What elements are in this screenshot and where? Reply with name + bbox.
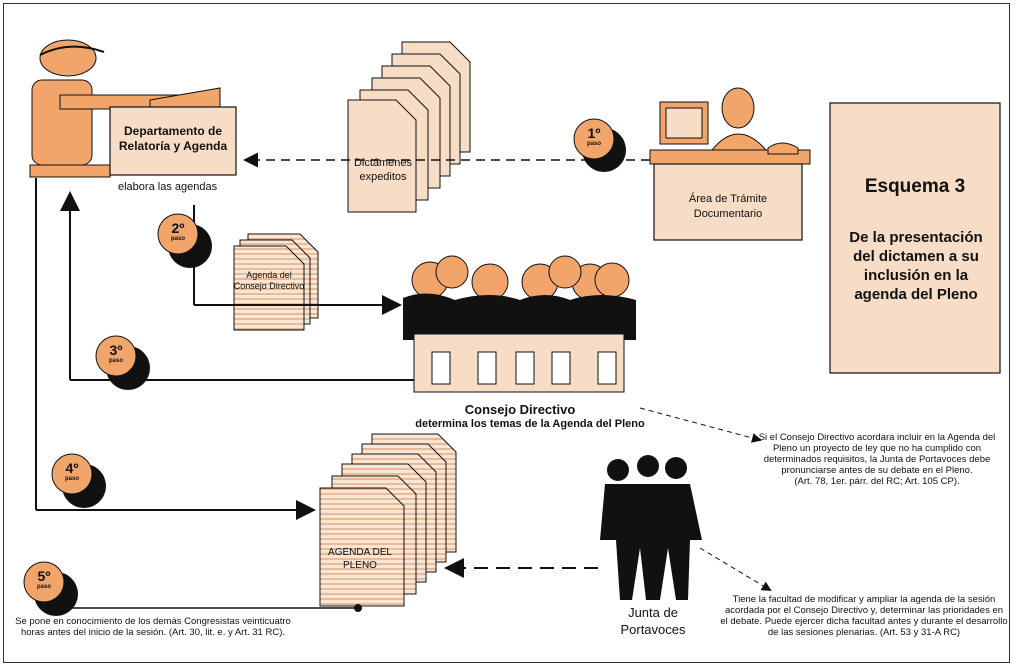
consejo-note: Si el Consejo Directivo acordara incluir… (758, 432, 996, 487)
agenda-consejo-line1: Agenda del (246, 270, 292, 280)
step-4-label: 4º paso (52, 460, 92, 482)
dictamenes-line1: Dictámenes (353, 157, 413, 169)
step-badge-2 (157, 213, 212, 268)
consejo-title: Consejo Directivo (464, 402, 576, 417)
dictamenes-label: Dictámenes expeditos (348, 156, 418, 184)
step5-dot (354, 604, 362, 612)
step-5-sub: paso (36, 584, 51, 590)
dept-name-line1: Departamento de (123, 124, 223, 138)
junta-line1: Junta de (628, 605, 678, 620)
junta-note-pointer (699, 547, 772, 592)
agenda-consejo-line2: Consejo Directivo (233, 281, 305, 291)
tramite-label: Área de Trámite Documentario (654, 192, 802, 222)
schema-subtitle: De la presentación del dictamen a su inc… (849, 229, 983, 303)
step-4-num: 4º (65, 460, 79, 476)
dept-name: Departamento de Relatoría y Agenda (110, 124, 236, 154)
agenda-pleno-line2: PLENO (343, 560, 377, 571)
step-1-num: 1º (587, 125, 601, 141)
consejo-subtitle: determina los temas de la Agenda del Ple… (415, 418, 645, 430)
step-3-label: 3º paso (96, 342, 136, 364)
tramite-line2: Documentario (693, 208, 763, 220)
diagram-frame (3, 3, 1010, 663)
council-icon (403, 255, 636, 393)
step-2-label: 2º paso (158, 220, 198, 242)
step-badge-4 (51, 453, 106, 508)
agenda-consejo-doc-icon (233, 233, 319, 331)
step-2-sub: paso (170, 236, 185, 242)
agenda-pleno-label: AGENDA DEL PLENO (310, 546, 410, 572)
tramite-clerk-icon (649, 87, 811, 165)
junta-note: Tiene la facultad de modificar y ampliar… (720, 594, 1008, 638)
dept-box (109, 106, 237, 176)
step-4-sub: paso (64, 476, 79, 482)
esquema-box (829, 102, 1001, 374)
dept-name-line2: Relatoría y Agenda (118, 139, 228, 153)
step-2-num: 2º (171, 220, 185, 236)
junta-line2: Portavoces (620, 622, 686, 637)
step-badge-1 (573, 118, 626, 172)
junta-label: Junta de Portavoces (608, 604, 698, 638)
agenda-pleno-line1: AGENDA DEL (328, 547, 392, 558)
step-badge-5 (23, 561, 78, 616)
step-3-num: 3º (109, 342, 123, 358)
agenda-consejo-label: Agenda del Consejo Directivo (228, 270, 310, 292)
step-5-label: 5º paso (24, 568, 64, 590)
tramite-box (653, 163, 803, 241)
step-1-label: 1º paso (574, 125, 614, 147)
step-badge-3 (95, 335, 150, 390)
schema-title: Esquema 3 (864, 176, 966, 197)
dept-caption: elabora las agendas (118, 181, 218, 193)
tramite-line1: Área de Trámite (688, 193, 768, 205)
agenda-pleno-stack-icon (319, 433, 457, 607)
step-5-num: 5º (37, 568, 51, 584)
consejo-note-pointer (639, 407, 762, 443)
step-1-sub: paso (586, 141, 601, 147)
step5-note: Se pone en conocimiento de los demás Con… (15, 616, 291, 638)
dictamenes-line2: expeditos (359, 171, 407, 183)
dictamenes-stack-icon (347, 41, 471, 213)
junta-portavoces-icon (600, 455, 702, 600)
step-3-sub: paso (108, 358, 123, 364)
